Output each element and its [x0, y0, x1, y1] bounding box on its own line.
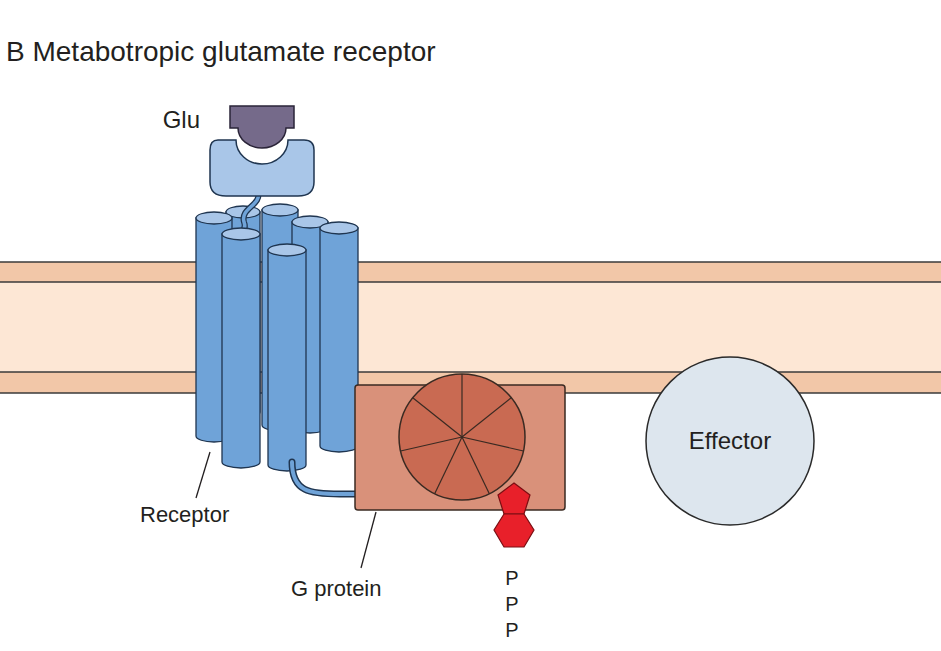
part-label: G protein	[291, 578, 382, 600]
helix-top	[262, 204, 298, 216]
helix-body	[222, 234, 260, 468]
glutamate-ligand	[230, 106, 294, 148]
g-protein-subunit	[399, 374, 525, 500]
helix-top	[196, 212, 232, 224]
leader-line	[196, 452, 210, 498]
figure-title: B Metabotropic glutamate receptor	[6, 38, 436, 66]
wheel-spoke	[462, 437, 489, 494]
gtp-symbol	[498, 483, 530, 514]
wheel-spoke	[413, 398, 462, 437]
effector-circle: Effector	[645, 356, 815, 526]
wheel-spoke	[462, 437, 523, 451]
wheel-spoke	[461, 374, 462, 437]
part-label: Receptor	[140, 504, 229, 526]
helix-body	[320, 228, 358, 452]
leader-line	[361, 512, 376, 568]
ligand-label: Glu	[163, 108, 200, 132]
phosphate-label: P	[505, 568, 518, 588]
membrane-core	[0, 282, 941, 372]
phosphate-label: P	[505, 594, 518, 614]
gtp-symbol	[494, 514, 534, 547]
membrane-lines	[0, 262, 941, 393]
helix-top	[222, 228, 260, 240]
node-text: Effector	[689, 427, 771, 455]
wheel-spoke	[462, 398, 511, 437]
wheel-spoke	[401, 437, 462, 451]
node-text-box: Effector	[645, 356, 815, 526]
receptor-helices-front	[196, 212, 358, 471]
membrane-outer-leaflet	[0, 262, 941, 282]
helix-top	[268, 244, 306, 256]
g-protein-wheel	[399, 374, 525, 500]
effector-outline	[646, 357, 814, 525]
wheel-spoke	[435, 437, 462, 494]
helix-top	[320, 222, 358, 234]
phosphate-label: P	[505, 620, 518, 640]
helix-body	[268, 250, 306, 471]
